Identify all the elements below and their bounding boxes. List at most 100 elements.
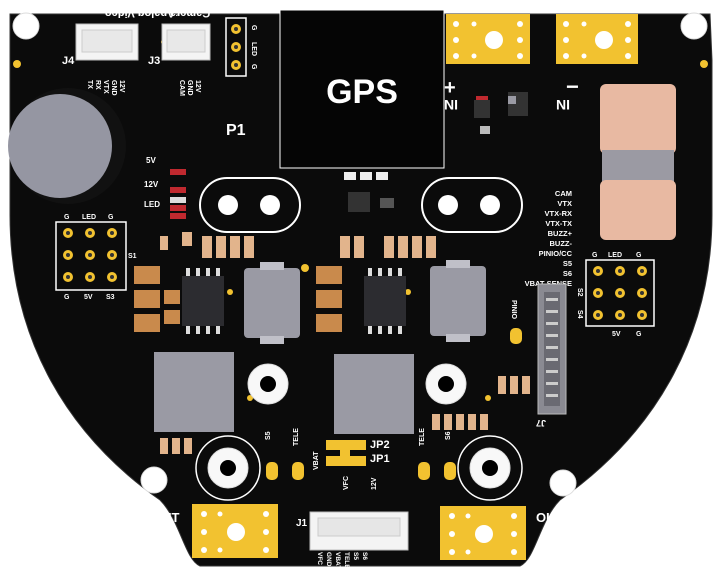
pin-list-item: S6 [563,269,572,278]
current-shunt [600,84,676,240]
output-plus-terminal: OUT + [152,504,278,558]
output-plus-symbol: + [168,530,179,550]
led-header-top-pin: G [250,25,257,31]
middle-smd [344,172,394,212]
right-header-top-pin: G [636,252,642,259]
output-minus-terminal: OUT − [440,506,564,560]
left-header-side: S1 [128,253,137,260]
inductors [154,266,486,434]
left-header-bottom-pin: G [64,294,70,301]
center-holes [195,363,523,501]
led-header-top-pin: G [250,64,257,70]
gps-module: GPS [279,9,445,169]
j1-pin: S6 [361,552,368,560]
pin-list-item: CAM [555,189,572,198]
j4-pin: RX [94,80,101,90]
j4-pin: TX [86,80,93,89]
left-led-header: G LED G G 5V S3 S1 [55,214,137,301]
j3-pin: GND [186,80,193,96]
j3-pin-labels: CAM GND 12V [178,80,201,96]
pin-list-item: VTX [557,199,572,208]
status-led-label: 12V [144,180,159,189]
input-plus-symbol: + [444,77,456,99]
right-header-top-pin: G [592,252,598,259]
input-minus-terminal: − IN [556,14,638,113]
status-led-label: 5V [146,156,156,165]
j3-pin: CAM [178,80,185,96]
j4-ref: J4 [62,55,75,67]
j4-pin-labels: TX RX VTX GND 12V [86,80,125,96]
j1-pin: VFC [316,552,323,565]
j1-ref: J1 [296,518,308,529]
inductor-pads [260,260,470,344]
tele-label: TELE [293,428,300,446]
j4-name: Analog Video [105,7,175,19]
left-header-bottom-pin: S3 [106,294,115,301]
j1-pin: VBAT [334,552,341,569]
j4-pin: 12V [118,80,125,93]
j3-pin: 12V [194,80,201,93]
status-led-label: LED [144,200,160,209]
right-header-bottom-pin: G [636,331,642,338]
j1-connector: J1 VFC GND VBAT TELE S5 S6 [296,511,409,569]
output-minus-label: OUT [536,510,564,525]
pin-list-item: BUZZ+ [548,229,573,238]
left-header-top-pin: G [64,214,70,221]
jumpers: JP2 JP1 VBAT VFC 12V [313,439,390,490]
input-minus-label: IN [556,97,570,113]
j1-pin: GND [325,552,332,567]
tele-label: TELE [419,428,426,446]
tele-pads: S5 TELE TELE S6 [265,428,456,480]
right-header-bottom-pin: 5V [612,331,621,338]
left-header-bottom-pin: 5V [84,294,93,301]
output-minus-symbol: − [538,526,551,551]
jumper-side-label: 12V [371,477,378,490]
j1-pin: TELE [343,552,350,569]
mount-slots [199,177,523,233]
j1-pin: S5 [352,552,359,560]
right-header-side-a: S2 [576,288,583,297]
j7-ref: J7 [536,418,546,428]
jumper-side-label: VBAT [313,451,320,470]
jumper-side-label: VFC [343,476,350,490]
right-header-side-b: S4 [576,310,583,319]
input-minus-symbol: − [566,74,579,99]
j4-pin: GND [110,80,117,96]
j1-pin-labels: VFC GND VBAT TELE S5 S6 [316,552,368,569]
gps-label: GPS [326,73,398,111]
left-header-top-pin: LED [82,214,96,221]
j3-name: Camera [169,7,210,19]
j7-connector: J7 [536,283,567,428]
tele-label: S6 [445,431,452,440]
j4-pin: VTX [102,80,109,94]
pin-list-item: S5 [563,259,572,268]
resistor-arrays [160,232,436,258]
input-plus-terminal: + IN [444,14,530,113]
right-resistors [160,376,530,454]
led-header-top: G LED G [225,17,257,77]
right-led-header: G LED G 5V G S2 S4 [576,252,655,338]
output-plus-label: OUT [152,510,180,525]
pin-list-item: VTX-TX [545,219,572,228]
tele-label: S5 [265,431,272,440]
jumper-label: JP1 [370,453,390,465]
buzzer [8,88,126,204]
left-header-top-pin: G [108,214,114,221]
pin-list-item: BUZZ- [550,239,573,248]
j3-camera-connector: Camera J3 CAM GND 12V [148,7,211,96]
j4-analog-video-connector: Analog Video J4 TX RX VTX GND 12V [62,7,175,96]
capacitors [134,266,342,332]
status-leds: 5V 12V LED [144,156,186,219]
small-ics [474,92,528,134]
j3-ref: J3 [148,55,160,67]
led-header-top-pin: LED [250,42,257,56]
input-plus-label: IN [444,97,458,113]
pin-list-item: VTX-RX [544,209,572,218]
pin-list-item: PINIO/CC [539,249,573,258]
right-header-top-pin: LED [608,252,622,259]
p1-label: P1 [226,122,246,139]
regulator-ics [182,268,406,334]
pinio-pad: PINIO [510,300,522,344]
mounting-holes [12,12,708,497]
